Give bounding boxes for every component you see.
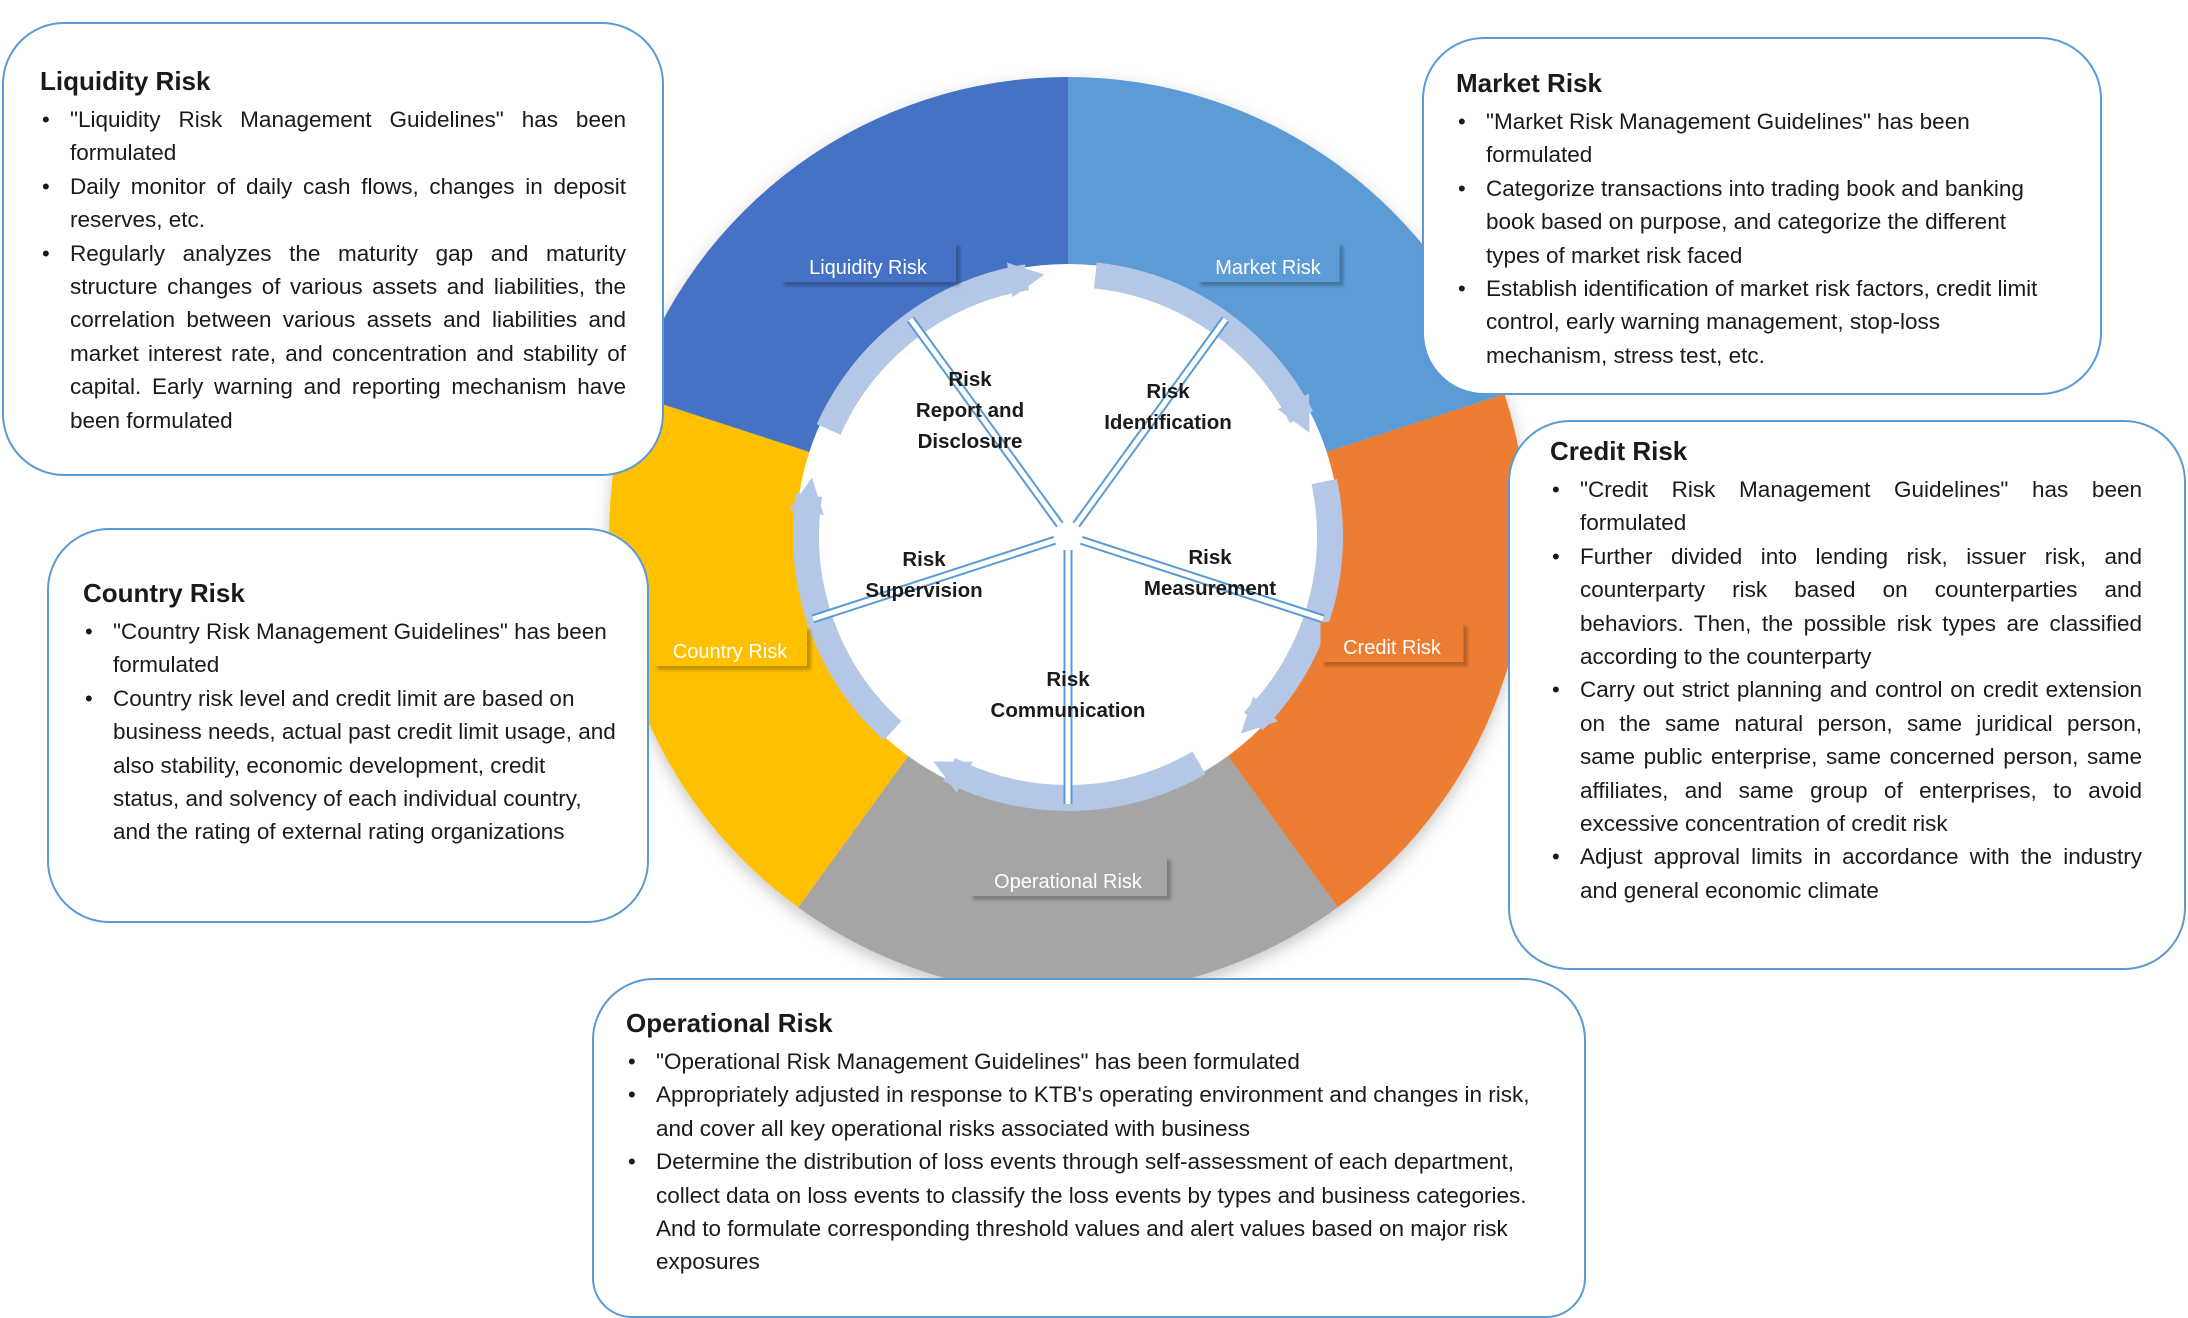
divider-line-inner bbox=[1074, 317, 1228, 527]
cycle-arrow bbox=[789, 477, 902, 741]
segment-label-operational: Operational Risk bbox=[969, 856, 1167, 896]
list-item: Appropriately adjusted in response to KT… bbox=[626, 1078, 1552, 1145]
bullet-list: "Country Risk Management Guidelines" has… bbox=[83, 615, 617, 849]
process-step-line: Risk bbox=[1046, 668, 1090, 691]
process-step-line: Supervision bbox=[865, 579, 982, 602]
list-item: "Liquidity Risk Management Guidelines" h… bbox=[40, 103, 626, 170]
process-step-line: Communication bbox=[991, 699, 1146, 722]
list-item: "Country Risk Management Guidelines" has… bbox=[83, 615, 617, 682]
cycle-arrow bbox=[1240, 478, 1343, 734]
market-risk-panel: Market Risk "Market Risk Management Guid… bbox=[1422, 37, 2102, 395]
bullet-list: "Liquidity Risk Management Guidelines" h… bbox=[40, 103, 626, 437]
bullet-list: "Credit Risk Management Guidelines" has … bbox=[1550, 473, 2142, 907]
bullet-list: "Operational Risk Management Guidelines"… bbox=[626, 1045, 1552, 1279]
segment-label-box bbox=[780, 242, 956, 282]
process-step-line: Risk bbox=[1188, 546, 1232, 569]
operational-risk-panel: Operational Risk "Operational Risk Manag… bbox=[592, 978, 1586, 1318]
segment-label-text: Market Risk bbox=[1215, 257, 1322, 279]
process-step-line: Report and bbox=[916, 399, 1024, 422]
list-item: Adjust approval limits in accordance wit… bbox=[1550, 840, 2142, 907]
process-step-line: Risk bbox=[902, 548, 946, 571]
list-item: "Operational Risk Management Guidelines"… bbox=[626, 1045, 1552, 1079]
panel-title: Operational Risk bbox=[626, 1008, 833, 1038]
process-dividers bbox=[811, 316, 1325, 804]
segment-label-country: Country Risk bbox=[653, 626, 807, 666]
segment-label-text: Liquidity Risk bbox=[809, 257, 928, 279]
divider-line-inner bbox=[1080, 537, 1324, 622]
segment-label-box bbox=[653, 626, 807, 666]
center-hub bbox=[1059, 527, 1077, 545]
cycle-arrow bbox=[816, 262, 1045, 435]
list-item: Carry out strict planning and control on… bbox=[1550, 673, 2142, 840]
cycle-arrow bbox=[933, 751, 1206, 811]
segment-label-box bbox=[969, 856, 1167, 896]
panel-title: Country Risk bbox=[83, 578, 245, 608]
list-item: Establish identification of market risk … bbox=[1456, 272, 2060, 372]
process-step-line: Risk bbox=[1146, 380, 1190, 403]
divider-line-inner bbox=[812, 537, 1056, 622]
panel-title: Credit Risk bbox=[1550, 436, 1688, 466]
credit-risk-panel: Credit Risk "Credit Risk Management Guid… bbox=[1508, 420, 2186, 970]
bullet-list: "Market Risk Management Guidelines" has … bbox=[1456, 105, 2060, 372]
list-item: "Credit Risk Management Guidelines" has … bbox=[1550, 473, 2142, 540]
segment-label-text: Credit Risk bbox=[1343, 637, 1442, 659]
list-item: Further divided into lending risk, issue… bbox=[1550, 540, 2142, 674]
process-step-line: Risk bbox=[948, 368, 992, 391]
divider-line-inner bbox=[908, 317, 1062, 527]
segment-label-text: Country Risk bbox=[673, 641, 788, 663]
country-risk-panel: Country Risk "Country Risk Management Gu… bbox=[47, 528, 649, 923]
segment-label-text: Operational Risk bbox=[994, 871, 1143, 893]
list-item: Regularly analyzes the maturity gap and … bbox=[40, 237, 626, 437]
panel-title: Liquidity Risk bbox=[40, 66, 211, 96]
list-item: Determine the distribution of loss event… bbox=[626, 1145, 1552, 1279]
list-item: "Market Risk Management Guidelines" has … bbox=[1456, 105, 2060, 172]
list-item: Country risk level and credit limit are … bbox=[83, 682, 617, 849]
list-item: Categorize transactions into trading boo… bbox=[1456, 172, 2060, 272]
process-step-line: Identification bbox=[1104, 411, 1232, 434]
segment-label-market: Market Risk bbox=[1196, 242, 1340, 282]
segment-label-liquidity: Liquidity Risk bbox=[780, 242, 956, 282]
list-item: Daily monitor of daily cash flows, chang… bbox=[40, 170, 626, 237]
process-step-line: Disclosure bbox=[918, 430, 1023, 453]
panel-title: Market Risk bbox=[1456, 68, 1602, 98]
cycle-arrow bbox=[1093, 262, 1314, 433]
liquidity-risk-panel: Liquidity Risk "Liquidity Risk Managemen… bbox=[2, 22, 664, 476]
segment-label-box bbox=[1320, 622, 1464, 662]
segment-label-box bbox=[1196, 242, 1340, 282]
segment-label-credit: Credit Risk bbox=[1320, 622, 1464, 662]
process-step-line: Measurement bbox=[1144, 577, 1276, 600]
process-cycle-arrows bbox=[789, 262, 1343, 811]
